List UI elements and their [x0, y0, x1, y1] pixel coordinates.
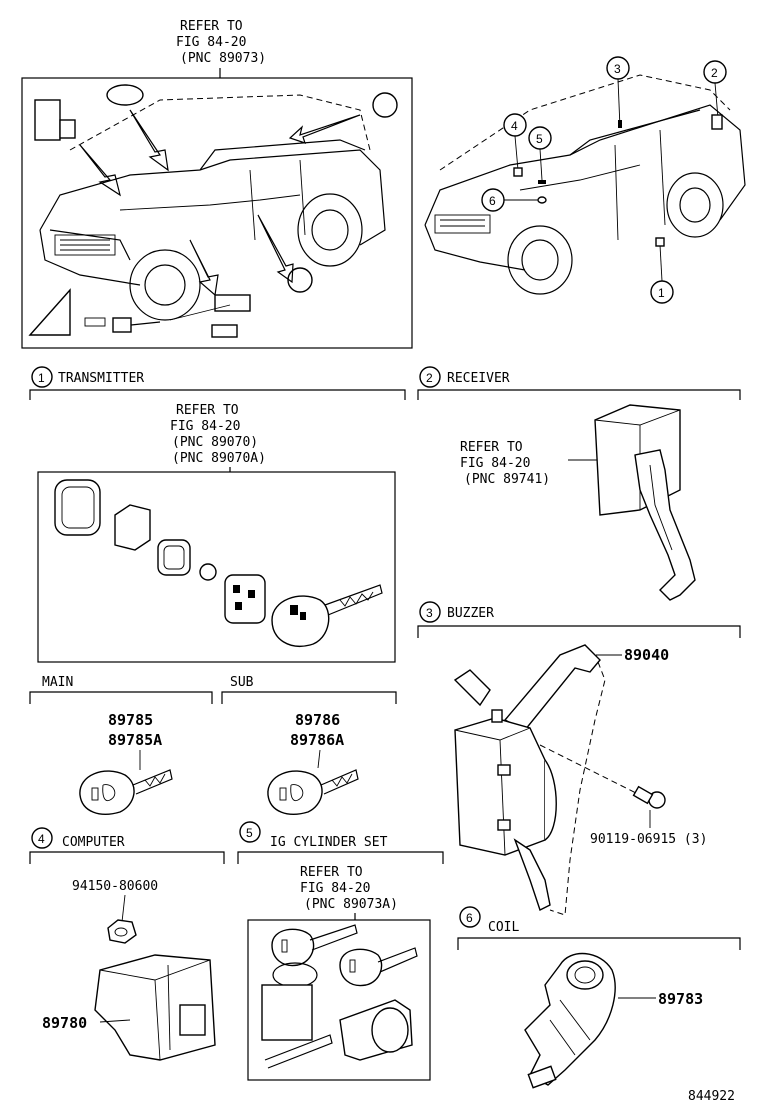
svg-text:6: 6: [489, 194, 496, 208]
overview-right: 3 2 4 5 6 1: [424, 56, 746, 304]
callout-3: 3: [606, 56, 630, 129]
coil-num: 6: [466, 911, 473, 925]
svg-text:FIG 84-20: FIG 84-20: [460, 456, 530, 471]
svg-text:5: 5: [536, 132, 543, 146]
transmitter-parts: [54, 479, 383, 647]
main-label: MAIN: [42, 675, 73, 690]
ig-cylinder-parts: [261, 924, 418, 1069]
svg-text:REFER TO: REFER TO: [300, 865, 363, 880]
transmitter-detail-frame: [37, 471, 396, 663]
overview-ref-line-3: (PNC 89073): [180, 51, 266, 66]
buzzer-bolt-icon: [632, 785, 666, 809]
main-part-2: 89785A: [108, 731, 162, 749]
sub-key-icon: [267, 769, 359, 815]
receiver-unit-icon: [594, 404, 696, 601]
section-transmitter: 1 TRANSMITTER REFER TO FIG 84-20 (PNC 89…: [29, 366, 406, 815]
ig-cylinder-frame: [247, 919, 431, 1081]
coil-part: 89783: [658, 990, 703, 1008]
coil-title: COIL: [488, 920, 519, 935]
main-part-1: 89785: [108, 711, 153, 729]
section-receiver: 2 RECEIVER REFER TO FIG 84-20 (PNC 89741…: [417, 366, 741, 601]
callout-4: 4: [503, 113, 527, 177]
section-computer: 4 COMPUTER 94150-80600 89780: [29, 827, 225, 1061]
overview-frame: [21, 77, 413, 349]
computer-nut-part: 94150-80600: [72, 879, 158, 894]
ig-cylinder-num: 5: [246, 826, 253, 840]
buzzer-bracket-part: 89040: [624, 646, 669, 664]
main-key-icon: [79, 769, 173, 815]
callout-2: 2: [703, 60, 727, 130]
section-coil: 6 COIL 89783: [457, 906, 741, 1089]
svg-text:FIG 84-20: FIG 84-20: [300, 881, 370, 896]
sub-label: SUB: [230, 675, 254, 690]
svg-text:REFER TO: REFER TO: [460, 440, 523, 455]
svg-text:(PNC 89070A): (PNC 89070A): [172, 451, 266, 466]
overview-left: REFER TO FIG 84-20 (PNC 89073): [21, 19, 413, 349]
section-ig-cylinder: 5 IG CYLINDER SET REFER TO FIG 84-20 (PN…: [237, 821, 444, 1081]
callout-1: 1: [650, 237, 674, 304]
computer-unit-icon: [94, 954, 216, 1061]
svg-text:(PNC 89070): (PNC 89070): [172, 435, 258, 450]
sub-part-1: 89786: [295, 711, 340, 729]
overview-ref-line-1: REFER TO: [180, 19, 243, 34]
buzzer-title: BUZZER: [447, 606, 494, 621]
svg-text:1: 1: [658, 286, 665, 300]
buzzer-unit-icon: [453, 644, 601, 911]
buzzer-bolt-part: 90119-06915 (3): [590, 832, 707, 847]
callout-6: 6: [481, 188, 547, 212]
svg-text:4: 4: [511, 119, 518, 133]
receiver-num: 2: [426, 371, 433, 385]
coil-icon: [524, 952, 616, 1089]
ig-cylinder-title: IG CYLINDER SET: [270, 835, 388, 850]
transmitter-num: 1: [38, 371, 45, 385]
callout-5: 5: [528, 126, 552, 184]
svg-text:2: 2: [711, 66, 718, 80]
buzzer-num: 3: [426, 606, 433, 620]
svg-text:3: 3: [614, 62, 621, 76]
svg-text:FIG 84-20: FIG 84-20: [170, 419, 240, 434]
computer-nut-icon: [107, 919, 137, 944]
sub-part-2: 89786A: [290, 731, 344, 749]
computer-num: 4: [38, 832, 45, 846]
computer-unit-part: 89780: [42, 1014, 87, 1032]
section-buzzer: 3 BUZZER 89040 90119-06915 (3): [417, 601, 741, 916]
computer-title: COMPUTER: [62, 835, 125, 850]
diagram-id: 844922: [688, 1089, 735, 1104]
svg-text:REFER TO: REFER TO: [176, 403, 239, 418]
svg-text:(PNC 89073A): (PNC 89073A): [304, 897, 398, 912]
overview-ref-line-2: FIG 84-20: [176, 35, 246, 50]
svg-text:(PNC 89741): (PNC 89741): [464, 472, 550, 487]
transmitter-title: TRANSMITTER: [58, 371, 144, 386]
vehicle-illustration-left: [28, 84, 398, 338]
receiver-title: RECEIVER: [447, 371, 510, 386]
